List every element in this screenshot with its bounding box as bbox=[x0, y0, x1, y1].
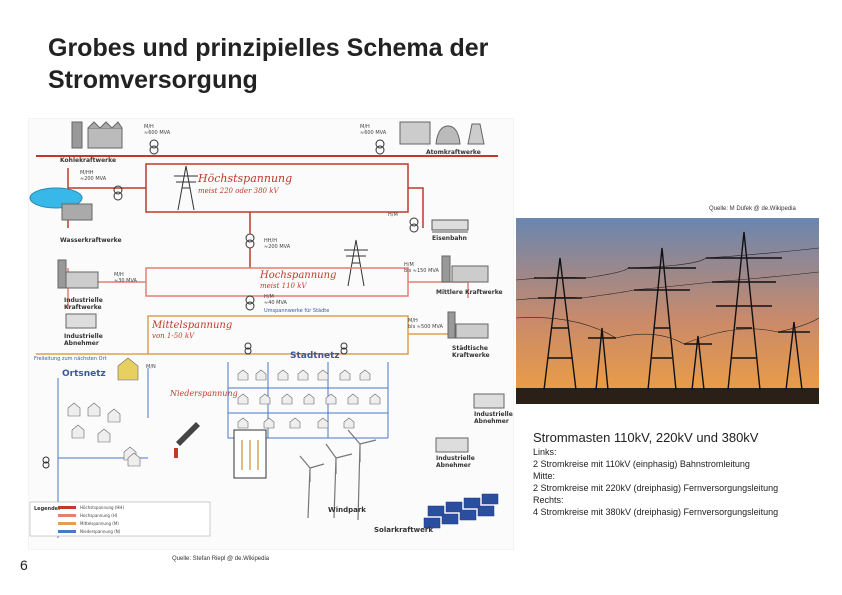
legend-swatches bbox=[58, 506, 76, 533]
windpark-label: Windpark bbox=[328, 506, 366, 514]
staedt-label-1: Städtische bbox=[452, 345, 488, 352]
slide-title: Grobes und prinzipielles Schema der Stro… bbox=[48, 32, 608, 96]
nuclear-plant-icon bbox=[399, 121, 485, 145]
note-line: Links: bbox=[533, 447, 557, 457]
ort-label: Freileitung zum nächsten Ort bbox=[34, 356, 107, 362]
hoechst-sub: meist 220 oder 380 kV bbox=[198, 187, 279, 195]
wasser-rating-2: ≈200 MVA bbox=[80, 176, 107, 182]
atom-label: Atomkraftwerke bbox=[426, 149, 481, 156]
transformer-icon bbox=[245, 295, 255, 311]
staedt-rating-2: bis ≈500 MVA bbox=[408, 324, 443, 330]
transformer-icon bbox=[113, 185, 123, 201]
industrie-label-2: Kraftwerke bbox=[64, 304, 102, 311]
staedt-rating: M/H bbox=[408, 318, 418, 324]
hh-rating-2: ≈200 MVA bbox=[264, 244, 291, 250]
factory-icon bbox=[435, 393, 505, 453]
pylon-icon bbox=[174, 165, 198, 211]
hm-rating-2: ≈40 MVA bbox=[264, 300, 288, 306]
ind-abnehmer2-label-1: Industrielle bbox=[474, 411, 513, 418]
legend-item: Höchstspannung (HH) bbox=[80, 505, 124, 510]
industrie-rating-2: ≈30 MVA bbox=[114, 278, 138, 284]
industrie-rating: M/H bbox=[114, 272, 124, 278]
title-line-1: Grobes und prinzipielles Schema der bbox=[48, 34, 489, 62]
wasser-label: Wasserkraftwerke bbox=[60, 237, 122, 244]
atom-rating-2: ≈600 MVA bbox=[360, 130, 387, 136]
house-icons bbox=[67, 357, 381, 467]
note-line: 2 Stromkreise mit 110kV (einphasig) Bahn… bbox=[533, 459, 750, 469]
transformer-icon bbox=[42, 456, 50, 469]
diagram-source: Quelle: Stefan Riepl @ de.Wikipedia bbox=[172, 556, 270, 562]
mittel-sub: von 1-50 kV bbox=[152, 332, 195, 340]
legend-item: Hochspannung (H) bbox=[80, 513, 118, 518]
train-icon bbox=[431, 219, 469, 233]
factory-icon bbox=[57, 259, 99, 289]
wind-turbine-icon bbox=[299, 429, 377, 521]
ortsnetz-label: Ortsnetz bbox=[62, 369, 106, 379]
ind-abnehmer3-label-1: Industrielle bbox=[436, 455, 475, 462]
staedt-label-2: Kraftwerke bbox=[452, 352, 490, 359]
dam-icon bbox=[29, 187, 93, 221]
eisenbahn-rating: H/M bbox=[388, 212, 398, 218]
mittlere-rating: H/M bbox=[404, 262, 414, 268]
factory-icon bbox=[447, 311, 489, 339]
ind-abnehmer-label-2: Abnehmer bbox=[64, 340, 99, 347]
mittlere-label: Mittlere Kraftwerke bbox=[436, 289, 503, 296]
bus-mittel bbox=[147, 315, 409, 355]
atom-rating: M/H bbox=[360, 124, 370, 130]
photo-source: Quelle: M Dufek @ de.Wikipedia bbox=[709, 206, 796, 212]
factory-icon bbox=[441, 255, 489, 283]
transformer-icon bbox=[149, 139, 159, 155]
ind-abnehmer-label-1: Industrielle bbox=[64, 333, 103, 340]
transformer-icon bbox=[340, 342, 348, 355]
eisenbahn-label: Eisenbahn bbox=[432, 235, 467, 242]
solar-label: Solarkraftwerk bbox=[374, 526, 433, 534]
hh-rating: HH/H bbox=[264, 238, 277, 244]
transformer-icon bbox=[375, 139, 385, 155]
industrie-label-1: Industrielle bbox=[64, 297, 103, 304]
note-line: Mitte: bbox=[533, 471, 556, 481]
legend-item: Niederspannung (N) bbox=[80, 529, 121, 534]
mittlere-rating-2: bis ≈150 MVA bbox=[404, 268, 439, 274]
wasser-rating: M/HH bbox=[80, 170, 94, 176]
pylon-photo bbox=[516, 218, 819, 404]
mittel-title: Mittelspannung bbox=[151, 320, 232, 331]
ind-abnehmer3-label-2: Abnehmer bbox=[436, 462, 471, 469]
hm-rating: H/M bbox=[264, 294, 274, 300]
legend-title: Legende: bbox=[34, 506, 60, 512]
caption-notes: Links: 2 Stromkreise mit 110kV (einphasi… bbox=[533, 446, 778, 518]
hoch-title: Hochspannung bbox=[259, 270, 336, 281]
niederspannung-label: Niederspannung bbox=[169, 389, 238, 398]
note-line: 4 Stromkreise mit 380kV (dreiphasig) Fer… bbox=[533, 507, 779, 517]
photo-caption: Strommasten 110kV, 220kV und 380kV bbox=[533, 430, 759, 445]
kohle-rating: M/H bbox=[144, 124, 154, 130]
mn-rating: M/N bbox=[146, 364, 156, 370]
hoechst-title: Höchstspannung bbox=[197, 172, 292, 185]
power-grid-schema: Höchstspannung meist 220 oder 380 kV Koh… bbox=[28, 118, 514, 550]
note-line: Rechts: bbox=[533, 495, 564, 505]
kohle-rating-2: ≈600 MVA bbox=[144, 130, 171, 136]
transformer-icon bbox=[244, 342, 252, 355]
factory-icon bbox=[65, 313, 97, 329]
rooftop-solar-icon bbox=[174, 422, 200, 458]
title-line-2: Stromversorgung bbox=[48, 66, 258, 94]
legend-item: Mittelspannung (M) bbox=[80, 521, 119, 526]
note-line: 2 Stromkreise mit 220kV (dreiphasig) Fer… bbox=[533, 483, 779, 493]
page-number: 6 bbox=[20, 557, 28, 573]
solar-panel-icon bbox=[423, 493, 499, 529]
pylon-icon bbox=[344, 239, 368, 287]
umspannwerk-label: Umspannwerke für Städte bbox=[264, 308, 329, 314]
factory-icon bbox=[71, 121, 123, 149]
ind-abnehmer2-label-2: Abnehmer bbox=[474, 418, 509, 425]
stadtnetz-label: Stadtnetz bbox=[290, 351, 340, 361]
transformer-icon bbox=[409, 217, 419, 233]
kohle-label: Kohlekraftwerke bbox=[60, 157, 116, 164]
hoch-sub: meist 110 kV bbox=[260, 282, 307, 290]
